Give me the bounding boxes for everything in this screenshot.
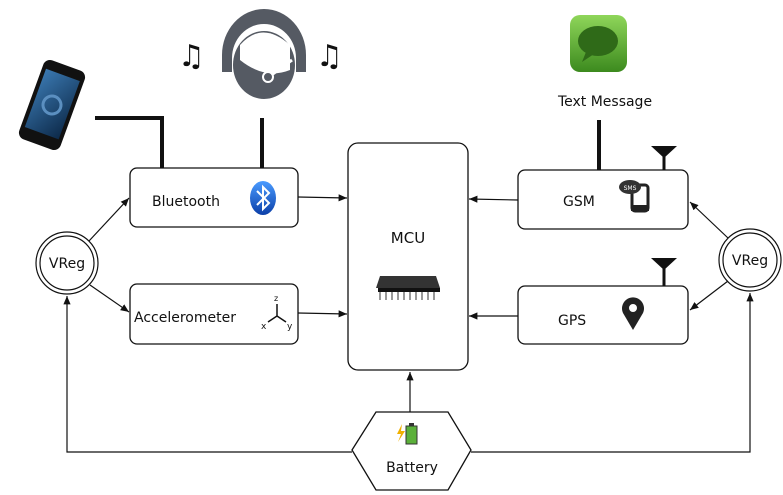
arrow-bluetooth-mcu bbox=[297, 194, 348, 202]
battery-label: Battery bbox=[386, 460, 438, 476]
message-app-icon bbox=[570, 15, 627, 72]
antenna-icon bbox=[651, 258, 677, 286]
accelerometer-label: Accelerometer bbox=[134, 310, 236, 326]
battery-block[interactable]: Battery bbox=[351, 411, 472, 491]
svg-text:y: y bbox=[287, 322, 293, 332]
bluetooth-label: Bluetooth bbox=[152, 194, 220, 210]
arrow-accel-mcu bbox=[297, 310, 348, 318]
antenna-icon bbox=[651, 146, 677, 170]
smartphone-icon bbox=[18, 59, 86, 151]
text-message-label: Text Message bbox=[557, 94, 652, 110]
arrow-battery-vreg-left bbox=[63, 296, 352, 453]
chip-icon bbox=[376, 276, 440, 300]
bluetooth-icon bbox=[250, 181, 276, 215]
mcu-block[interactable]: MCU bbox=[347, 142, 469, 371]
vreg-right[interactable]: VReg bbox=[718, 228, 782, 292]
arrow-vreg-bluetooth bbox=[88, 197, 130, 242]
svg-text:z: z bbox=[274, 294, 278, 303]
accelerometer-block[interactable]: Accelerometer z x y bbox=[129, 283, 299, 345]
location-pin-icon bbox=[621, 297, 644, 330]
battery-icon bbox=[397, 423, 418, 445]
vreg-left-label: VReg bbox=[49, 256, 85, 272]
arrow-vreg-gsm bbox=[689, 201, 729, 239]
sms-phone-icon: SMS bbox=[619, 180, 650, 213]
arrow-vreg-accel bbox=[89, 284, 130, 313]
axes-icon: z x y bbox=[261, 294, 293, 332]
arrow-vreg-gps bbox=[689, 280, 729, 311]
svg-text:x: x bbox=[261, 322, 267, 332]
music-note-icon: ♫ bbox=[178, 39, 205, 74]
gps-block[interactable]: GPS bbox=[517, 285, 689, 345]
gsm-label: GSM bbox=[563, 194, 595, 210]
headset-icon bbox=[222, 9, 306, 99]
vreg-left[interactable]: VReg bbox=[35, 231, 99, 295]
gps-label: GPS bbox=[558, 313, 586, 329]
vreg-right-label: VReg bbox=[732, 253, 768, 269]
arrow-gsm-mcu bbox=[468, 195, 519, 203]
music-note-icon: ♫ bbox=[316, 39, 343, 74]
svg-text:SMS: SMS bbox=[624, 185, 637, 192]
bluetooth-block[interactable]: Bluetooth bbox=[129, 167, 299, 228]
connections bbox=[63, 194, 754, 453]
gsm-block[interactable]: GSM SMS bbox=[517, 169, 689, 230]
mcu-label: MCU bbox=[391, 229, 425, 247]
arrow-battery-vreg-right bbox=[471, 293, 754, 453]
phone-link-line bbox=[95, 116, 164, 168]
